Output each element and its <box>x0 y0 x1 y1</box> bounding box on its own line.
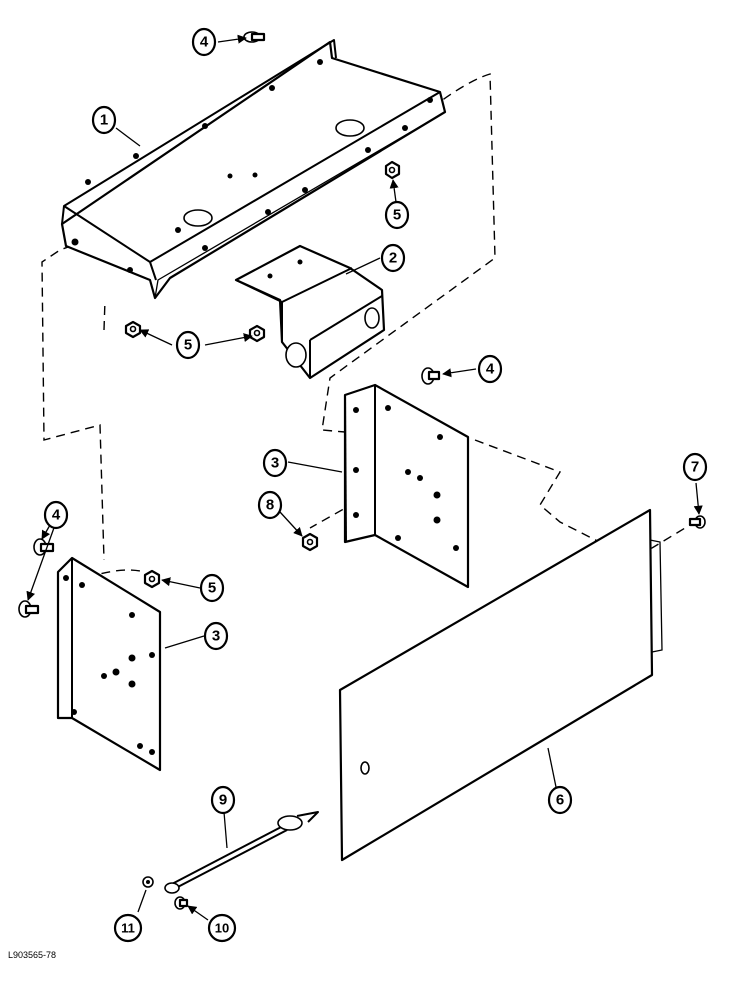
left-angle-plate <box>56 556 162 772</box>
callout-5-top-label: 5 <box>393 207 401 224</box>
fastener-nut-left-5 <box>143 569 161 589</box>
side-panel <box>338 508 663 862</box>
top-channel-plate <box>60 39 447 300</box>
callout-3-left-label: 3 <box>212 628 220 645</box>
callout-3-right: 3 <box>262 448 288 478</box>
callout-9: 9 <box>210 785 236 815</box>
fastener-bolt-top <box>243 31 266 43</box>
callout-3-left: 3 <box>203 621 229 651</box>
callout-10-label: 10 <box>215 921 229 936</box>
retaining-rod <box>164 811 319 894</box>
support-bracket <box>234 244 386 380</box>
leader-lines <box>26 34 703 921</box>
callout-11-label: 11 <box>121 921 135 936</box>
fastener-bolt-left-1 <box>33 538 55 556</box>
callout-5-top: 5 <box>384 200 410 230</box>
callout-7-label: 7 <box>691 459 699 476</box>
fastener-nut-left-2 <box>248 324 266 343</box>
callout-10: 10 <box>207 913 237 943</box>
callout-1: 1 <box>91 105 117 135</box>
fastener-nut-left-1 <box>124 320 142 339</box>
callout-4-right: 4 <box>477 354 503 384</box>
callout-9-label: 9 <box>219 792 227 809</box>
callout-7: 7 <box>682 452 708 482</box>
fastener-nut-right-top <box>384 160 401 180</box>
right-angle-plate <box>343 383 470 589</box>
callout-5-middle-label: 5 <box>184 337 192 354</box>
fastener-rivet-10 <box>174 896 189 910</box>
callout-5-left-label: 5 <box>208 580 216 597</box>
callout-6-label: 6 <box>556 792 564 809</box>
callout-5-left: 5 <box>199 573 225 603</box>
callout-6: 6 <box>547 785 573 815</box>
callout-2-label: 2 <box>389 250 397 267</box>
callout-5-middle: 5 <box>175 330 201 360</box>
callout-8-label: 8 <box>266 497 274 514</box>
callout-4-top: 4 <box>191 27 217 57</box>
fastener-screw-7 <box>688 515 706 529</box>
callout-4-right-label: 4 <box>486 361 495 378</box>
callout-1-label: 1 <box>100 112 108 129</box>
callout-4-left: 4 <box>43 500 69 530</box>
callout-11: 11 <box>113 913 143 943</box>
callout-3-right-label: 3 <box>271 455 279 472</box>
callout-4-left-label: 4 <box>52 507 61 524</box>
figure-id: L903565-78 <box>8 950 56 960</box>
fastener-bolt-left-2 <box>18 600 40 618</box>
callout-2: 2 <box>380 243 406 273</box>
callout-4-top-label: 4 <box>200 34 209 51</box>
fastener-nut-8 <box>301 532 319 552</box>
fastener-washer-11 <box>142 876 154 888</box>
callout-8: 8 <box>257 490 283 520</box>
fastener-bolt-right <box>421 367 441 385</box>
